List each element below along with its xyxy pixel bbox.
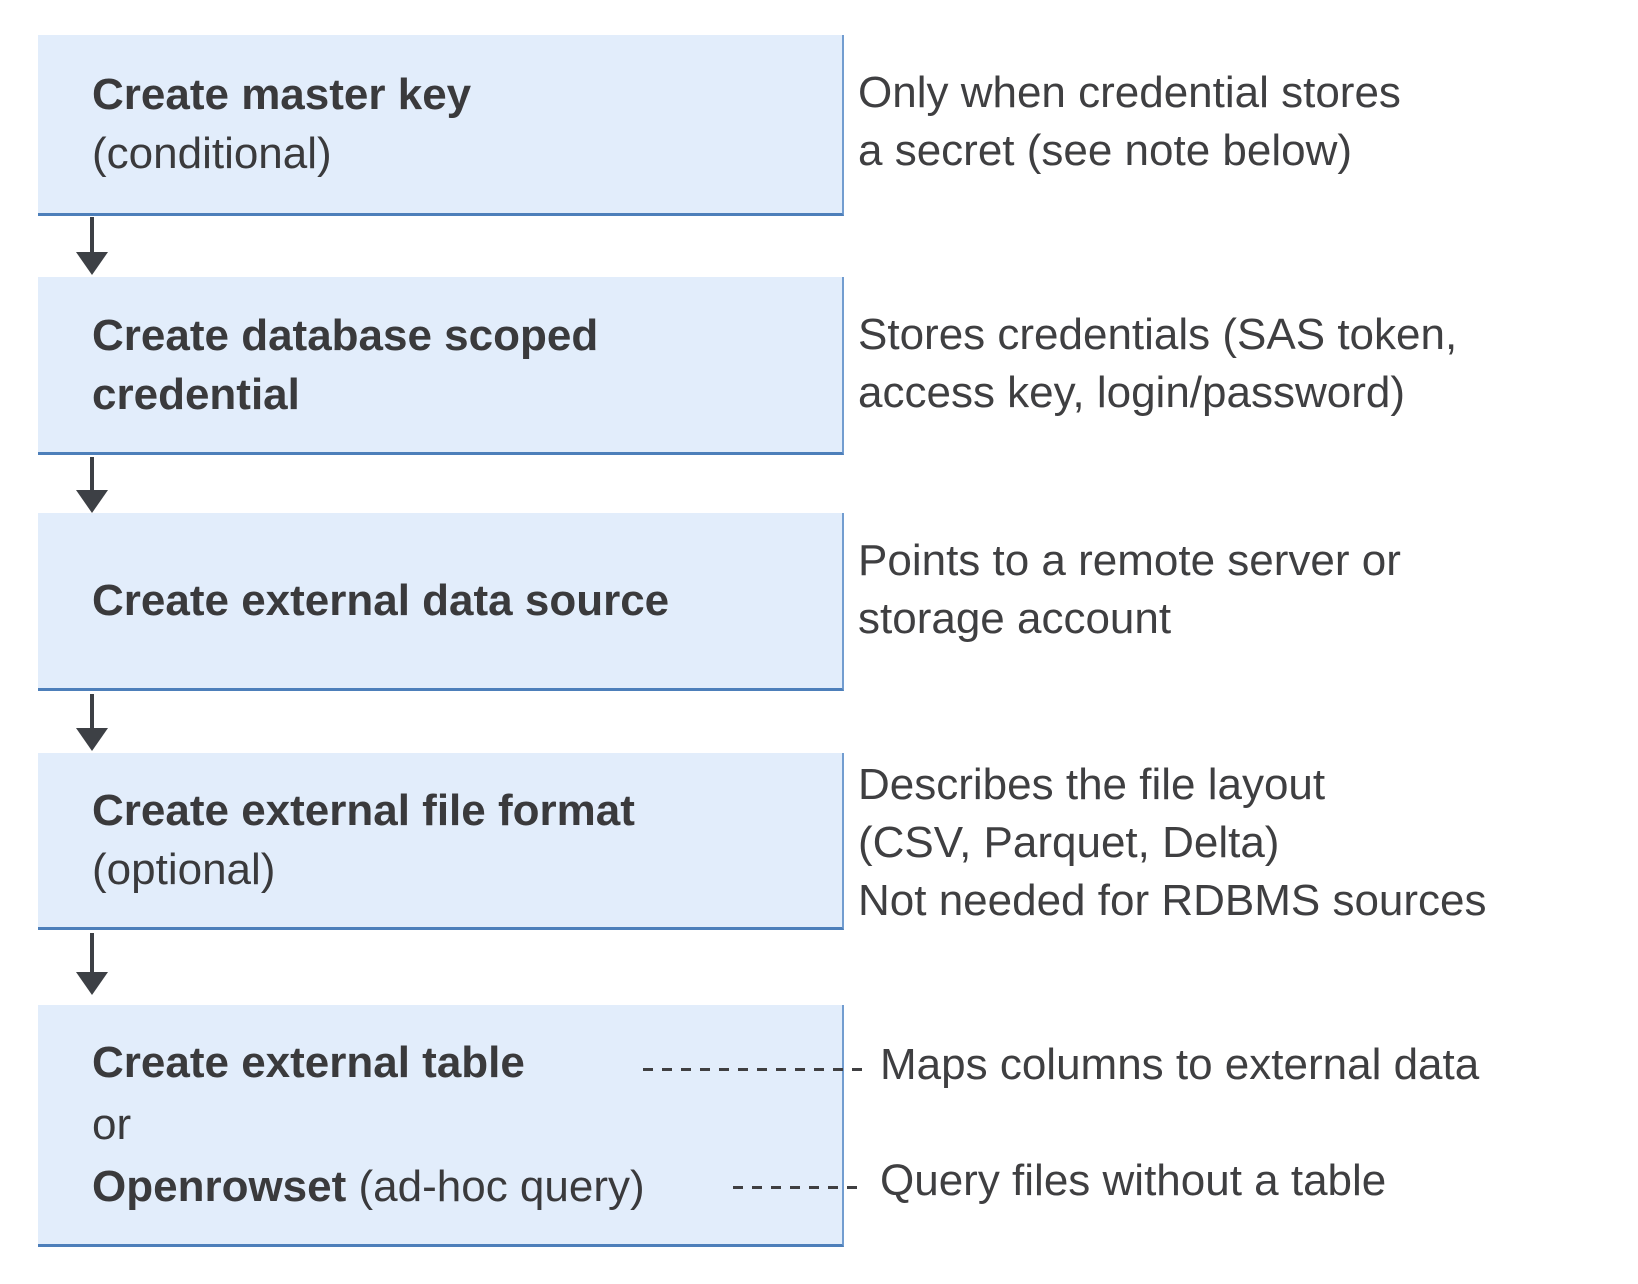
flow-arrow-down-icon [76, 217, 108, 275]
box-title: Create external data source [92, 576, 670, 625]
note-line: Describes the file layout [858, 760, 1326, 809]
note-line: access key, login/password) [858, 368, 1405, 417]
note-line: Points to a remote server or [858, 536, 1401, 585]
note-line: Query files without a table [880, 1156, 1387, 1205]
box-or-label: or [92, 1099, 132, 1149]
note-line: Not needed for RDBMS sources [858, 876, 1487, 925]
note-line: Maps columns to external data [880, 1040, 1480, 1089]
flow-arrow-down-icon [76, 457, 108, 513]
box-subtitle: (optional) [92, 845, 276, 894]
box-title: Create external table [92, 1037, 525, 1087]
note-openrowset: Query files without a table [880, 1152, 1386, 1210]
note-line: Only when credential stores [858, 68, 1401, 117]
note-line: a secret (see note below) [858, 126, 1353, 175]
box-subtitle: (conditional) [92, 129, 332, 178]
flow-box-create-master-key: Create master key (conditional) [38, 35, 844, 216]
note-line: (CSV, Parquet, Delta) [858, 818, 1280, 867]
dashed-connector [733, 1186, 863, 1189]
flow-box-database-scoped-credential: Create database scoped credential [38, 277, 844, 455]
note-database-scoped-credential: Stores credentials (SAS token, access ke… [858, 306, 1457, 422]
box-title: credential [92, 369, 300, 419]
flow-box-external-data-source: Create external data source [38, 513, 844, 691]
note-line: storage account [858, 594, 1172, 643]
box-alt-suffix: (ad-hoc query) [346, 1161, 645, 1211]
flow-box-external-file-format: Create external file format (optional) [38, 753, 844, 930]
box-alt-title: Openrowset [92, 1161, 347, 1211]
box-title: Create master key [92, 70, 472, 119]
note-external-table: Maps columns to external data [880, 1036, 1479, 1094]
box-title: Create database scoped [92, 310, 599, 360]
note-master-key: Only when credential stores a secret (se… [858, 64, 1401, 180]
note-line: Stores credentials (SAS token, [858, 310, 1458, 359]
box-alt-title-line: Openrowset (ad-hoc query) [92, 1156, 842, 1218]
flow-box-external-table-openrowset: Create external table or Openrowset (ad-… [38, 1005, 844, 1247]
flow-arrow-down-icon [76, 933, 108, 995]
dashed-connector [643, 1068, 865, 1071]
flow-arrow-down-icon [76, 694, 108, 751]
note-external-file-format: Describes the file layout (CSV, Parquet,… [858, 756, 1487, 930]
box-title: Create external file format [92, 786, 635, 835]
note-external-data-source: Points to a remote server or storage acc… [858, 532, 1401, 648]
